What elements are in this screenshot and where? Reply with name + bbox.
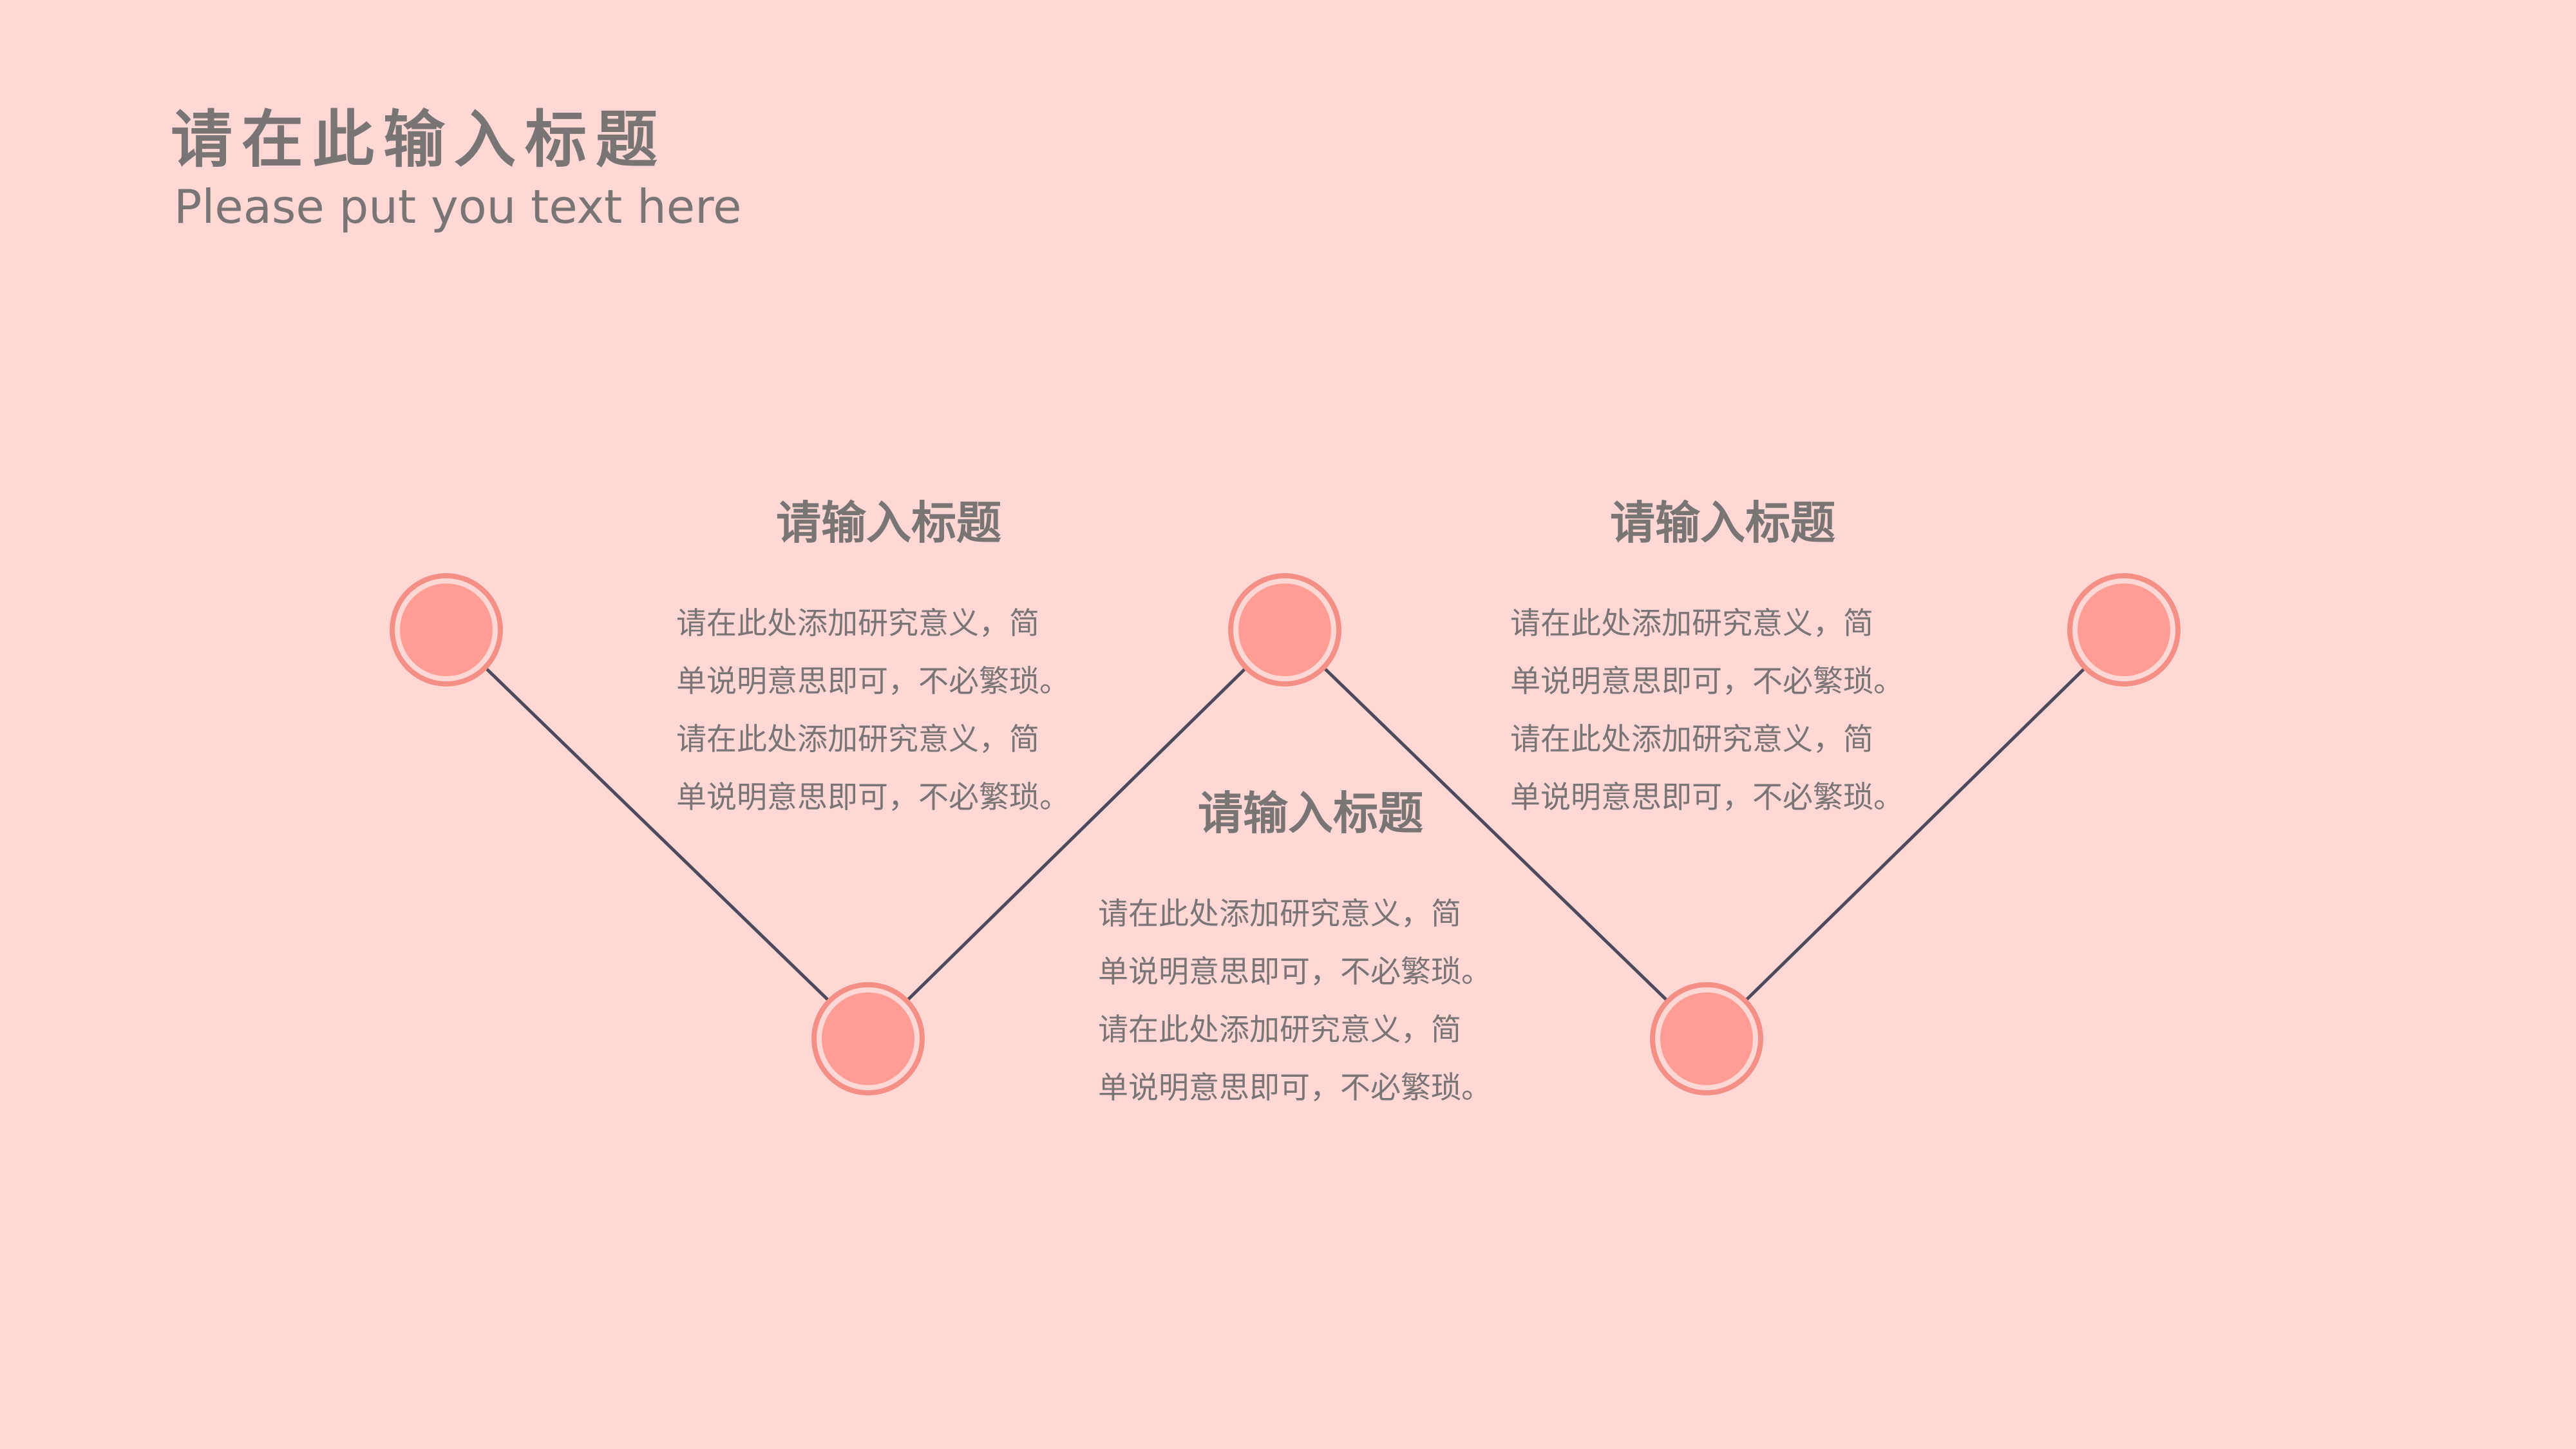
- block-line: 单说明意思即可，不必繁琐。: [1098, 954, 1492, 990]
- block-line: 单说明意思即可，不必繁琐。: [676, 780, 1070, 815]
- block-heading: 请输入标题: [1610, 497, 1835, 549]
- block-line: 单说明意思即可，不必繁琐。: [676, 664, 1070, 699]
- text-block-2: 请输入标题 请在此处添加研究意义，简 单说明意思即可，不必繁琐。 请在此处添加研…: [1098, 786, 1549, 1117]
- timeline-node-1: [390, 573, 503, 687]
- connector-line-2: [867, 629, 1286, 1040]
- block-heading: 请输入标题: [776, 497, 1001, 549]
- block-body: 请在此处添加研究意义，简 单说明意思即可，不必繁琐。 请在此处添加研究意义，简 …: [1098, 886, 1549, 1117]
- block-line: 请在此处添加研究意义，简: [1510, 722, 1873, 757]
- connector-line-3: [1283, 629, 1708, 1040]
- text-block-3: 请输入标题 请在此处添加研究意义，简 单说明意思即可，不必繁琐。 请在此处添加研…: [1510, 496, 1961, 827]
- block-line: 请在此处添加研究意义，简: [1098, 896, 1461, 932]
- block-body: 请在此处添加研究意义，简 单说明意思即可，不必繁琐。 请在此处添加研究意义，简 …: [1510, 595, 1961, 827]
- block-line: 请在此处添加研究意义，简: [676, 722, 1039, 757]
- timeline-node-3: [1228, 573, 1341, 687]
- block-line: 请在此处添加研究意义，简: [1510, 606, 1873, 641]
- block-line: 单说明意思即可，不必繁琐。: [1510, 664, 1904, 699]
- block-line: 请在此处添加研究意义，简: [676, 606, 1039, 641]
- timeline-node-2: [811, 982, 925, 1095]
- connector-line-4: [1705, 629, 2125, 1040]
- block-heading: 请输入标题: [1198, 787, 1423, 840]
- timeline-node-4: [1650, 982, 1763, 1095]
- page-subtitle: Please put you text here: [174, 180, 742, 234]
- timeline-node-5: [2067, 573, 2181, 687]
- block-line: 单说明意思即可，不必繁琐。: [1098, 1070, 1492, 1106]
- block-line: 单说明意思即可，不必繁琐。: [1510, 780, 1904, 815]
- block-body: 请在此处添加研究意义，简 单说明意思即可，不必繁琐。 请在此处添加研究意义，简 …: [676, 595, 1127, 827]
- text-block-1: 请输入标题 请在此处添加研究意义，简 单说明意思即可，不必繁琐。 请在此处添加研…: [676, 496, 1127, 827]
- block-line: 请在此处添加研究意义，简: [1098, 1012, 1461, 1048]
- connector-line-1: [445, 629, 869, 1040]
- page-title: 请在此输入标题: [171, 104, 667, 176]
